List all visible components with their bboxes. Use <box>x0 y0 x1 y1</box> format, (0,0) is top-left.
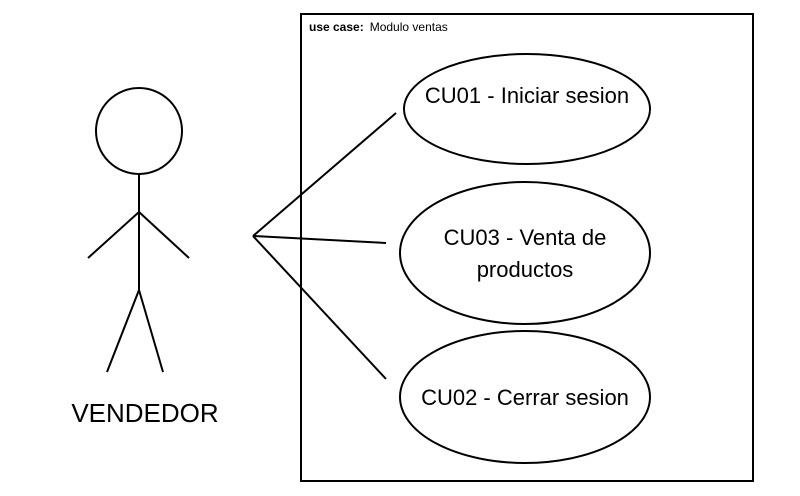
actor-right-leg <box>138 289 164 373</box>
actor-figure <box>87 87 190 373</box>
actor-right-arm <box>138 211 190 259</box>
use-case-label-line: productos <box>476 257 574 282</box>
use-case-label-cu02: CU02 - Cerrar sesion <box>400 382 650 414</box>
boundary-title: use case: Modulo ventas <box>309 20 448 34</box>
association-line-cu03 <box>252 235 387 244</box>
actor-left-leg <box>106 289 140 373</box>
use-case-label-cu01: CU01 - Iniciar sesion <box>402 80 652 112</box>
actor-label: VENDEDOR <box>71 398 219 428</box>
use-case-ellipse-cu02 <box>399 330 651 464</box>
actor-left-arm <box>87 211 140 259</box>
use-case-label-line: CU03 - Venta de <box>443 225 607 250</box>
association-line-cu01 <box>252 112 397 237</box>
actor-head <box>95 87 183 175</box>
association-line-cu02 <box>252 235 387 380</box>
use-case-label-line: CU01 - Iniciar sesion <box>424 83 630 108</box>
use-case-label-line: CU02 - Cerrar sesion <box>421 385 629 410</box>
use-case-label-cu03: CU03 - Venta de productos <box>400 222 650 286</box>
boundary-name: Modulo ventas <box>369 20 448 34</box>
boundary-keyword: use case: <box>309 20 364 34</box>
use-case-ellipse-cu01 <box>403 53 651 165</box>
use-case-ellipse-cu03 <box>399 181 651 325</box>
